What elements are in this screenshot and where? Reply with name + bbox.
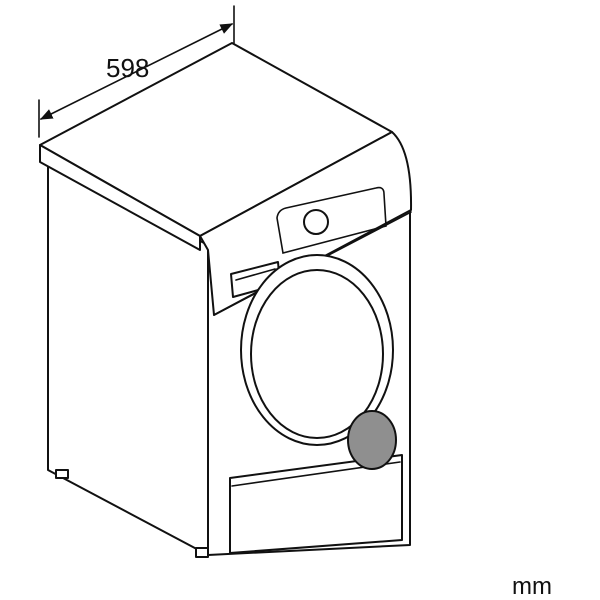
unit-label: mm [512, 573, 552, 600]
foot-left [55, 469, 69, 479]
dryer-top-edge [39, 144, 201, 251]
console-recess [276, 186, 387, 254]
foot-front-left [195, 547, 209, 558]
vent-grille-icon [347, 410, 397, 470]
width-dimension-label: 598 [106, 53, 149, 83]
door-inner-glass [250, 269, 384, 439]
display-window-inner [235, 268, 276, 281]
width-dimension: 598 [38, 5, 235, 138]
dryer-illustration [39, 42, 413, 558]
program-knob-icon [303, 209, 329, 235]
dimension-arrow-line [39, 23, 234, 120]
